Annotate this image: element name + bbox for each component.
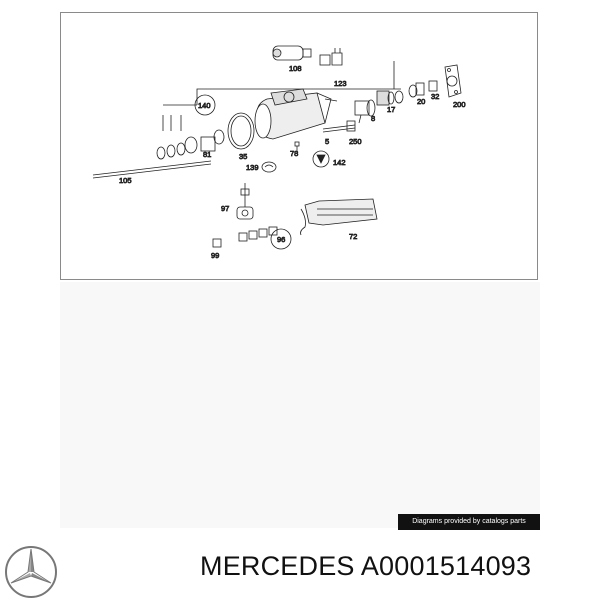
leader-line: [162, 115, 182, 131]
part-thru-bolt-105[interactable]: [92, 160, 212, 179]
label-32: 32: [431, 92, 439, 101]
part-139[interactable]: [261, 161, 277, 173]
background-panel: [60, 282, 540, 528]
label-140: 140: [198, 101, 211, 110]
diagram-credit: Diagrams provided by catalogs parts: [398, 514, 540, 530]
part-terminal-123[interactable]: [319, 48, 343, 66]
part-gear-17[interactable]: [376, 90, 404, 106]
part-142[interactable]: [312, 150, 330, 168]
part-rings[interactable]: [156, 136, 198, 160]
label-81: 81: [203, 150, 211, 159]
mercedes-star-icon: [5, 546, 57, 598]
part-caption: MERCEDES A0001514093: [200, 551, 531, 582]
part-brushes-96[interactable]: [238, 226, 278, 242]
label-96: 96: [277, 235, 285, 244]
label-142: 142: [333, 158, 346, 167]
label-99: 99: [211, 251, 219, 260]
part-flange-200[interactable]: [444, 64, 462, 98]
part-99[interactable]: [212, 238, 222, 248]
label-250: 250: [349, 137, 362, 146]
part-bushing-81[interactable]: [200, 129, 225, 152]
label-97: 97: [221, 204, 229, 213]
label-5: 5: [325, 137, 329, 146]
part-solenoid-108[interactable]: [272, 45, 312, 61]
part-armature-72[interactable]: [300, 198, 378, 236]
part-pinion-8[interactable]: [354, 99, 376, 124]
label-35: 35: [239, 152, 247, 161]
label-17: 17: [387, 105, 395, 114]
parts-diagram: 108 123 140 81: [60, 12, 538, 280]
label-78: 78: [290, 149, 298, 158]
label-200: 200: [453, 100, 466, 109]
label-105: 105: [119, 176, 132, 185]
footer: MERCEDES A0001514093: [0, 540, 600, 600]
part-brush-holder-97[interactable]: [236, 183, 254, 220]
label-139: 139: [246, 163, 259, 172]
callout-circle-140: [194, 94, 216, 116]
label-108: 108: [289, 64, 302, 73]
brand-name: MERCEDES: [200, 551, 355, 581]
callout-circle-96: [270, 228, 292, 250]
part-motor-housing[interactable]: [254, 88, 338, 140]
label-123: 123: [334, 79, 347, 88]
label-20: 20: [417, 97, 425, 106]
part-gasket-35[interactable]: [227, 112, 255, 150]
part-ring-20[interactable]: [408, 82, 425, 98]
label-72: 72: [349, 232, 357, 241]
part-bolt-250[interactable]: [322, 120, 356, 133]
part-screw-78[interactable]: [294, 141, 300, 153]
label-8: 8: [371, 114, 375, 123]
leader-line: [163, 88, 315, 106]
part-bush-32[interactable]: [428, 80, 438, 92]
part-number: A0001514093: [360, 551, 532, 581]
starter-motor-exploded-view: 108 123 140 81: [92, 45, 466, 260]
